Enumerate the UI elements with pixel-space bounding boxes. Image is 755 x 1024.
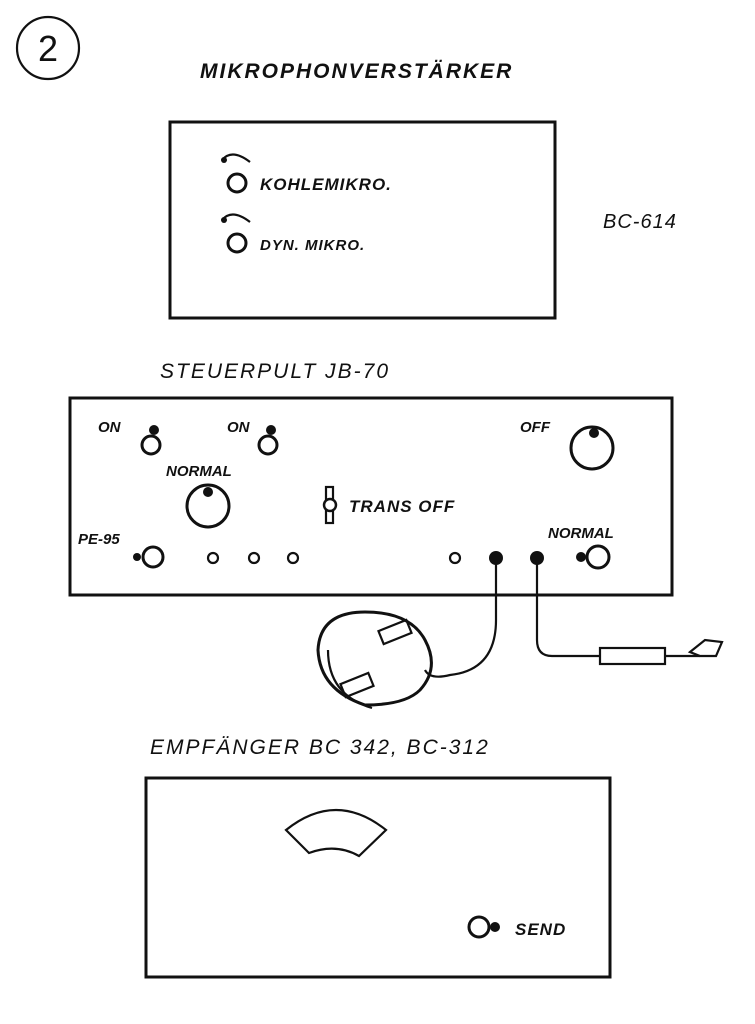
send-label: SEND: [515, 920, 566, 939]
toggle-switch-icon: [140, 425, 162, 456]
jack-icon: [576, 544, 611, 570]
headphone-jack-icon: [489, 551, 503, 565]
morse-key-icon: [535, 560, 724, 666]
on-label-1: ON: [98, 419, 122, 436]
receiver-panel: [144, 776, 612, 979]
page-number: 2: [38, 28, 58, 69]
trans-off-label: TRANS OFF: [349, 497, 455, 516]
socket-icon: [206, 551, 220, 565]
on-label-2: ON: [227, 419, 251, 436]
control-box-title: STEUERPULT JB-70: [160, 360, 390, 383]
socket-icon: [286, 551, 300, 565]
rotary-knob-icon: [569, 425, 615, 471]
dynamic-mic-knob-icon: [221, 213, 251, 254]
pe95-label: PE-95: [78, 531, 120, 548]
socket-icon: [448, 551, 462, 565]
normal-label-left: NORMAL: [166, 463, 232, 480]
page-number-circle: [15, 15, 81, 81]
receiver-title: EMPFÄNGER BC 342, BC-312: [150, 736, 490, 759]
headphones-icon: [316, 560, 498, 710]
normal-label-right: NORMAL: [548, 525, 614, 542]
off-label: OFF: [520, 419, 551, 436]
send-switch-icon: [467, 915, 500, 939]
mic-amplifier-title: MIKROPHONVERSTÄRKER: [200, 60, 513, 83]
control-box-panel: [68, 396, 674, 597]
carbon-mic-label: KOHLEMIKRO.: [260, 175, 392, 194]
jack-icon: [133, 545, 165, 569]
socket-icon: [247, 551, 261, 565]
mic-amplifier-model: BC-614: [603, 211, 677, 233]
carbon-mic-knob-icon: [221, 153, 251, 194]
dynamic-mic-label: DYN. MIKRO.: [260, 237, 365, 254]
toggle-switch-icon: [257, 425, 279, 456]
key-jack-icon: [530, 551, 544, 565]
rotary-knob-icon: [185, 483, 231, 529]
mic-amplifier-panel: [168, 120, 557, 320]
lever-switch-icon: [322, 485, 338, 525]
tuning-dial-icon: [284, 809, 388, 858]
